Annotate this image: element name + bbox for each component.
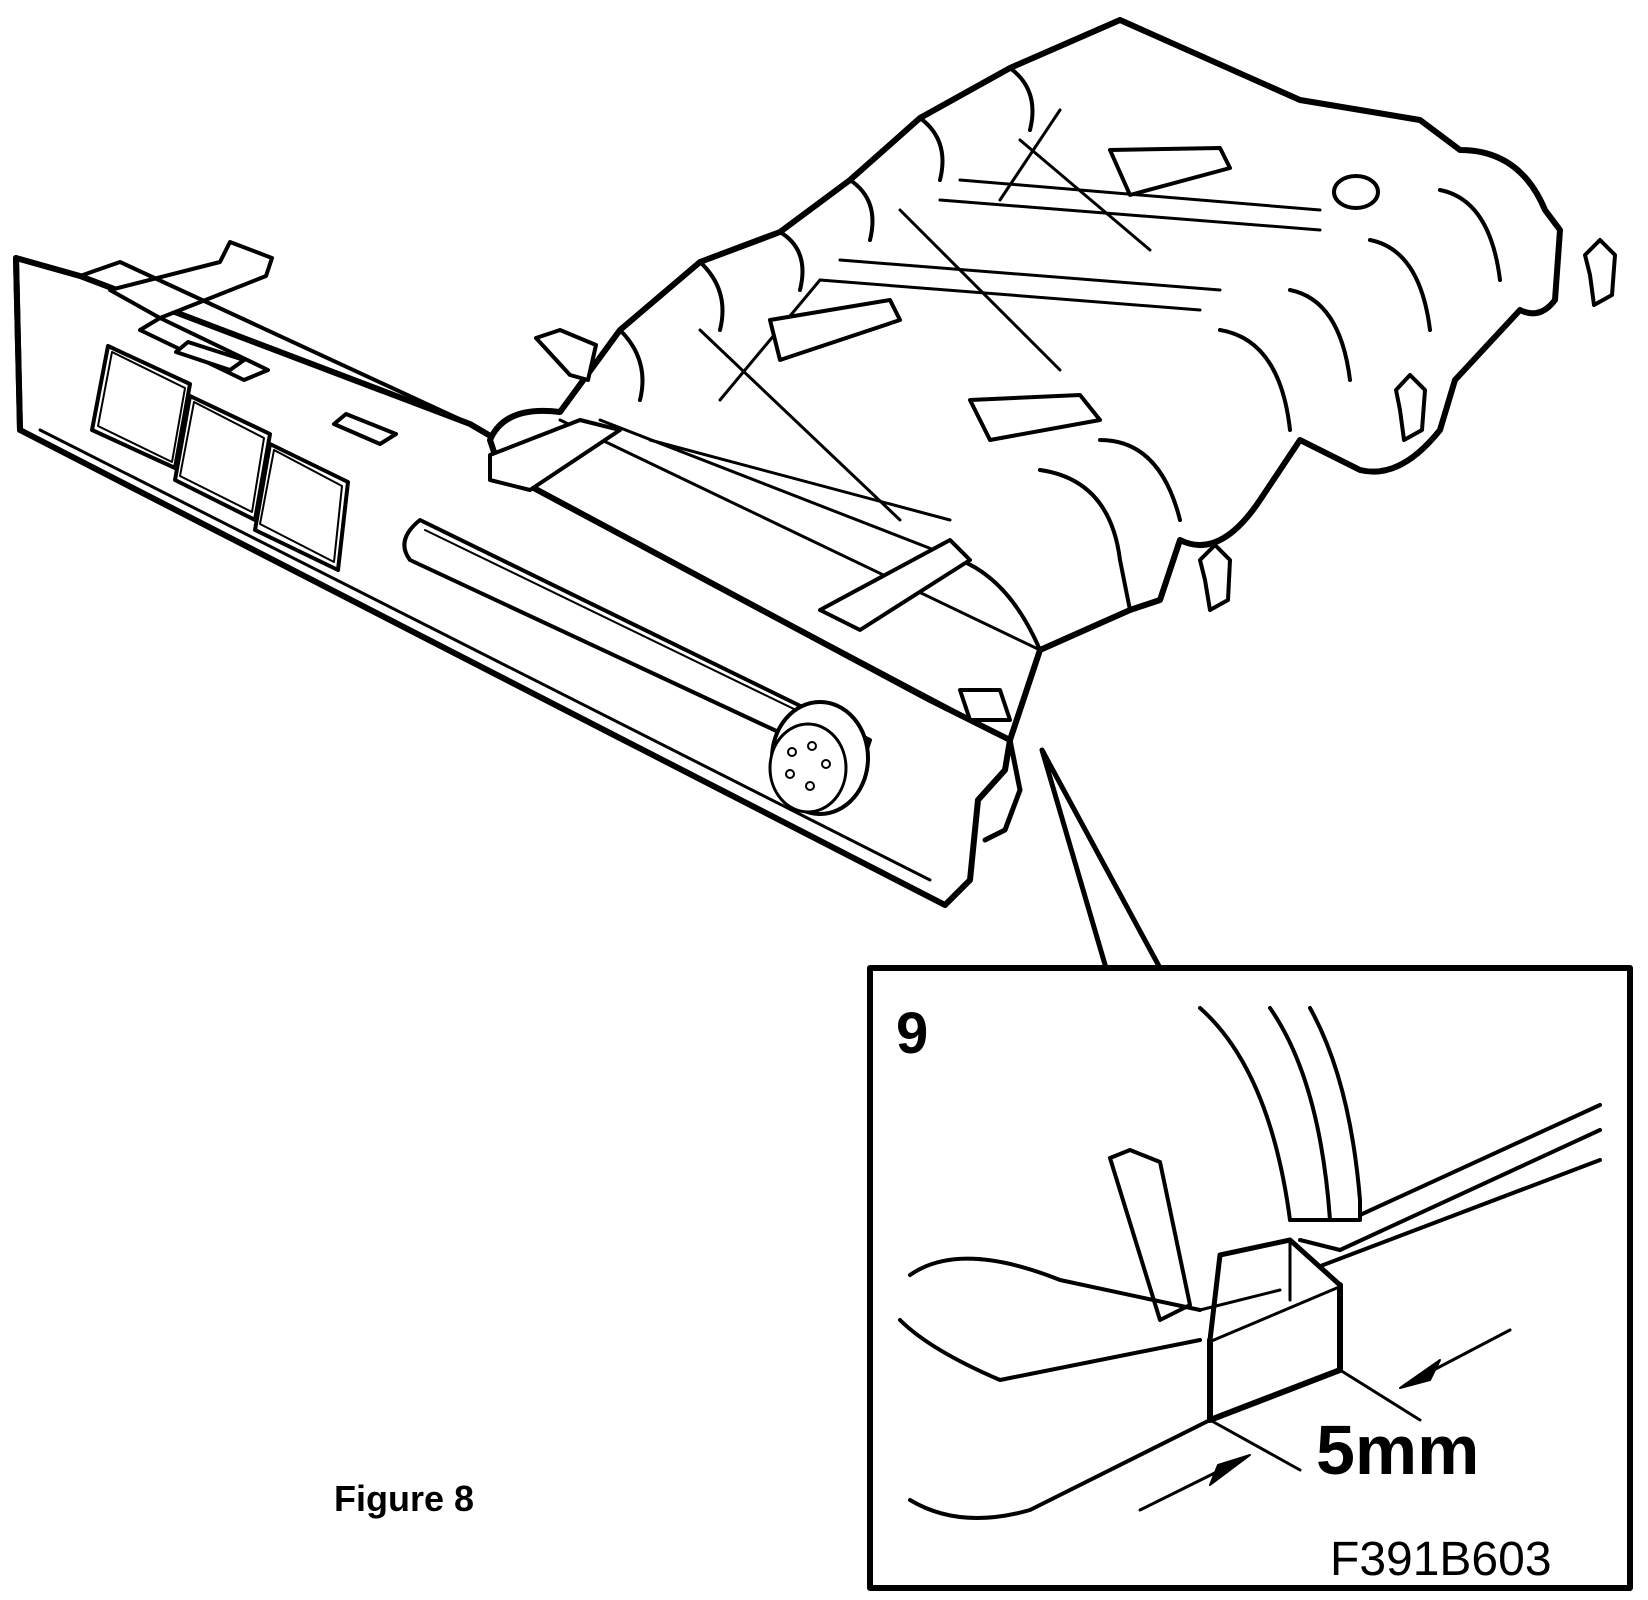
button-recesses — [92, 346, 348, 570]
cross-bracing — [500, 110, 1320, 740]
mounting-tab-center — [536, 330, 596, 380]
tray-top-surface — [80, 262, 470, 424]
raised-pads — [490, 148, 1230, 720]
figure-caption: Figure 8 — [334, 1478, 475, 1519]
housing-ribs — [620, 68, 1500, 650]
drawing-code: F391B603 — [1330, 1533, 1552, 1586]
detail-inset-drawing — [900, 1008, 1600, 1518]
dimension-label: 5mm — [1316, 1411, 1480, 1489]
right-end-flange — [985, 740, 1020, 840]
side-clips — [1200, 240, 1615, 610]
rear-housing — [490, 20, 1560, 740]
detail-number-label: 9 — [896, 1001, 929, 1066]
round-knob — [770, 702, 868, 814]
callout-leader — [1042, 750, 1160, 968]
front-panel-lower-edge — [40, 430, 930, 880]
front-panel-top-edge — [16, 258, 20, 430]
mounting-hole — [1334, 176, 1378, 208]
mounting-tabs-left — [110, 242, 396, 444]
